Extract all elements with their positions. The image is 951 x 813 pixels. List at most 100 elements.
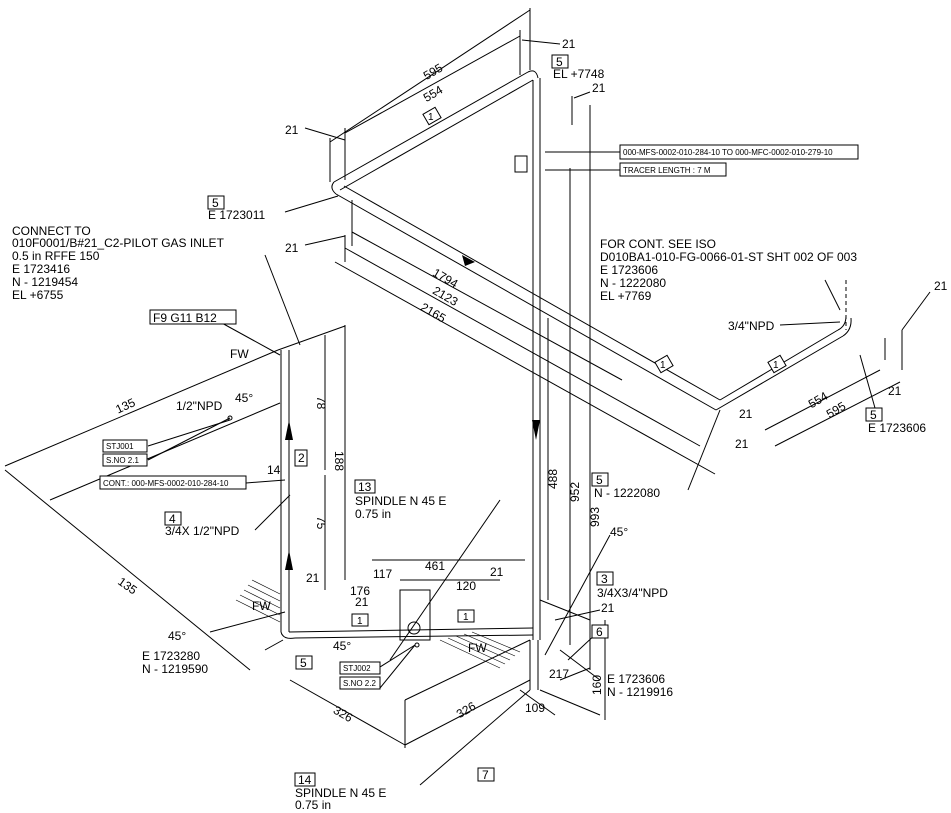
tracer-text: TRACER LENGTH : 7 M: [623, 166, 711, 175]
label-e1723011: E 1723011: [208, 208, 265, 222]
note-connect-line: CONNECT TO: [12, 224, 91, 238]
dim-21-left-top: 21: [285, 123, 299, 137]
cont-text: CONT.: 000-MFS-0002-010-284-10: [103, 479, 229, 488]
tag-1c: 1: [773, 360, 779, 371]
item-tag-box-5-bottom: [295, 655, 313, 670]
note-spindle-14: SPINDLE N 45 E 0.75 in: [295, 786, 386, 812]
dim-21-bottom-b: 21: [306, 571, 320, 585]
note-connect: CONNECT TO 010F0001/B#21_C2-PILOT GAS IN…: [12, 224, 225, 302]
stj002-text: STJ002: [343, 664, 371, 673]
spindle-14-line: SPINDLE N 45 E: [295, 786, 386, 800]
note-cont-line: FOR CONT. SEE ISO: [600, 237, 716, 251]
tag-13: 13: [358, 480, 372, 494]
dim-21-far-right: 21: [934, 279, 948, 293]
dim-554-top: 554: [421, 82, 446, 104]
label-npd-34: 3/4"NPD: [728, 319, 775, 333]
dim-21-bottom-c: 21: [355, 595, 369, 609]
label-n1219916: N - 1219916: [607, 685, 673, 699]
label-fw-upper: FW: [230, 347, 249, 361]
note-connect-line: 0.5 in RFFE 150: [12, 249, 100, 263]
boxed-texts: F9 G11 B12 000-MFS-0002-010-284-10 TO 00…: [103, 148, 833, 688]
item-tag-box-5-mid: [591, 472, 609, 487]
label-n1222080: N - 1222080: [594, 486, 660, 500]
line-ref-text: 000-MFS-0002-010-284-10 TO 000-MFC-0002-…: [623, 148, 833, 157]
spindle-13-line: 0.75 in: [355, 507, 391, 521]
tag-5-bottom: 5: [300, 656, 307, 670]
item-tag-box-1c: [767, 354, 787, 374]
hatch-left: [235, 579, 281, 623]
dim-176: 176: [350, 584, 370, 598]
dim-21-right-d: 21: [735, 437, 749, 451]
stj002-box: [339, 661, 381, 675]
f9-text: F9 G11 B12: [153, 311, 217, 325]
angle-45-left: 45°: [168, 629, 186, 643]
dim-21-right-b: 21: [888, 384, 902, 398]
dim-326-left: 326: [331, 703, 356, 725]
label-e1723606-right: E 1723606: [868, 421, 926, 435]
dim-75: 75: [314, 516, 328, 530]
angle-45-bottom: 45°: [333, 639, 351, 653]
item-tag-box-6: [591, 624, 609, 639]
tag-5-right: 5: [870, 408, 877, 422]
note-cont: FOR CONT. SEE ISO D010BA1-010-FG-0066-01…: [600, 237, 857, 303]
note-cont-line: EL +7769: [600, 289, 652, 303]
item-tag-box-5-right: [865, 407, 883, 422]
note-cont-line: N - 1222080: [600, 276, 666, 290]
note-connect-line: EL +6755: [12, 288, 64, 302]
sno22-text: S.NO 2.2: [343, 679, 376, 688]
item-tag-box-5-left: [207, 195, 225, 210]
dim-21-bottom-d: 21: [601, 601, 615, 615]
dim-993: 993: [588, 507, 602, 527]
dim-488: 488: [546, 469, 560, 489]
note-connect-line: 010F0001/B#21_C2-PILOT GAS INLET: [12, 236, 225, 250]
tag-1e: 1: [463, 612, 469, 623]
stj001-text: STJ001: [106, 442, 134, 451]
item-tag-box-5-top: [551, 54, 569, 69]
item-tag-box-7: [477, 767, 495, 782]
tag-1a: 1: [428, 112, 434, 123]
sno21-box: [102, 453, 148, 467]
tag-1d: 1: [357, 616, 363, 627]
tag-7: 7: [482, 768, 489, 782]
dim-14: 14: [267, 463, 281, 477]
dim-120: 120: [456, 579, 476, 593]
item-tag-box-3: [596, 571, 614, 586]
label-texts: EL +7748 E 1723011 1/2"NPD FW FW FW 3/4"…: [142, 67, 926, 699]
label-e1723606-bottom: E 1723606: [607, 672, 665, 686]
note-connect-line: E 1723416: [12, 262, 70, 276]
angle-45-upper: 45°: [235, 391, 253, 405]
dim-21-bottom-a: 21: [490, 565, 504, 579]
note-connect-line: N - 1219454: [12, 275, 78, 289]
dim-160: 160: [590, 675, 604, 695]
item-tag-box-4: [164, 511, 182, 526]
tag-2: 2: [298, 451, 305, 465]
sno21-text: S.NO 2.1: [106, 456, 139, 465]
dim-217: 217: [549, 667, 569, 681]
tracer-box: [619, 162, 727, 177]
tag-5-left: 5: [212, 196, 219, 210]
label-reducer-right: 3/4X3/4"NPD: [597, 586, 668, 600]
f9-box: [149, 309, 237, 325]
tag-1b: 1: [660, 360, 666, 371]
dim-21-right-top: 21: [592, 81, 606, 95]
flow-arrows: [285, 255, 540, 570]
stj001-box: [102, 439, 148, 453]
note-spindle-13: SPINDLE N 45 E 0.75 in: [355, 494, 446, 521]
angle-45-right: 45°: [610, 525, 628, 539]
note-cont-line: E 1723606: [600, 263, 658, 277]
label-fw-lower: FW: [252, 599, 271, 613]
note-cont-line: D010BA1-010-FG-0066-01-ST SHT 002 OF 003: [600, 250, 857, 264]
item-tag-box-1b: [654, 354, 674, 374]
tag-3: 3: [601, 572, 608, 586]
dim-135-upper: 135: [113, 395, 137, 416]
fittings: [227, 155, 847, 648]
hatch-right: [439, 631, 521, 669]
dim-117: 117: [373, 567, 392, 581]
dim-2165: 2165: [418, 300, 448, 326]
tag-5-top: 5: [556, 55, 563, 69]
item-tag-box-1a: [422, 106, 442, 126]
dimension-lines: [4, 8, 931, 748]
tag-14: 14: [298, 773, 312, 787]
tag-6: 6: [596, 625, 603, 639]
